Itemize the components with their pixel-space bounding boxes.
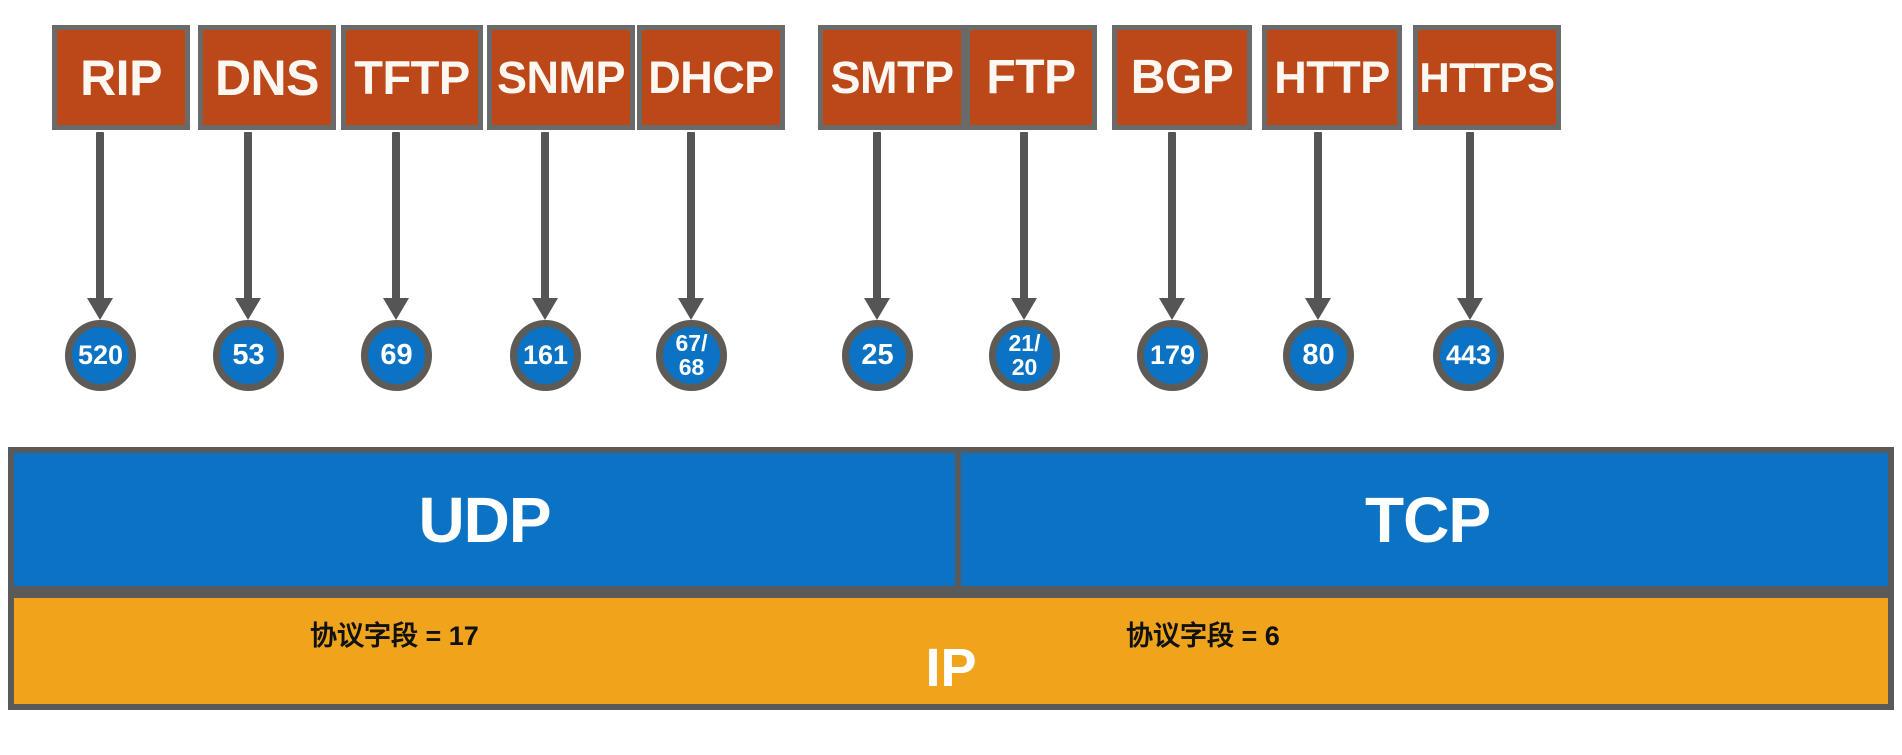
ip-label: IP (925, 638, 977, 698)
network-layer-band: 协议字段 = 17 协议字段 = 6 IP (8, 592, 1894, 710)
port-circle-snmp[interactable]: 161 (510, 320, 581, 391)
protocol-box-label: RIP (80, 49, 162, 106)
protocol-box-label: DNS (214, 49, 320, 106)
protocol-box-https[interactable]: HTTPS (1413, 25, 1561, 130)
protocol-box-label: HTTP (1274, 52, 1390, 103)
arrow-snmp-to-port (532, 132, 558, 320)
protocol-box-label: FTP (986, 50, 1076, 104)
port-number: 179 (1149, 339, 1196, 370)
arrow-tftp-to-port (383, 132, 409, 320)
port-circle-rip[interactable]: 520 (65, 320, 136, 391)
udp-protocol-field-label: 协议字段 = 17 (310, 621, 479, 651)
port-number-line2: 20 (1011, 353, 1038, 380)
protocol-box-snmp[interactable]: SNMP (487, 25, 635, 130)
protocol-box-label: TFTP (354, 51, 470, 104)
arrow-dns-to-port (235, 132, 261, 320)
tcp-section[interactable]: TCP (961, 453, 1888, 586)
protocol-box-smtp[interactable]: SMTP (818, 25, 966, 130)
transport-layer-band: UDP TCP (8, 447, 1894, 592)
port-circle-https[interactable]: 443 (1433, 320, 1504, 391)
port-circle-smtp[interactable]: 25 (842, 320, 913, 391)
protocol-box-bgp[interactable]: BGP (1112, 25, 1252, 130)
port-circle-http[interactable]: 80 (1283, 320, 1354, 391)
protocol-box-ftp[interactable]: FTP (965, 25, 1097, 130)
tcp-protocol-field-label: 协议字段 = 6 (1126, 621, 1280, 651)
arrow-smtp-to-port (864, 132, 890, 320)
port-circle-bgp[interactable]: 179 (1137, 320, 1208, 391)
protocol-box-label: SNMP (496, 52, 626, 103)
protocol-box-http[interactable]: HTTP (1262, 25, 1402, 130)
port-number: 25 (861, 338, 894, 371)
port-circle-dhcp[interactable]: 67/ 68 (656, 320, 727, 391)
tcp-label: TCP (1365, 483, 1491, 556)
port-number-line2: 68 (678, 353, 705, 380)
port-circle-ftp[interactable]: 21/ 20 (989, 320, 1060, 391)
udp-label: UDP (418, 483, 551, 556)
port-circle-dns[interactable]: 53 (213, 320, 284, 391)
port-number: 80 (1302, 338, 1335, 371)
arrow-ftp-to-port (1011, 132, 1037, 320)
arrow-dhcp-to-port (678, 132, 704, 320)
arrow-https-to-port (1457, 132, 1483, 320)
protocol-box-tftp[interactable]: TFTP (341, 25, 483, 130)
port-number: 53 (232, 338, 265, 371)
port-circle-tftp[interactable]: 69 (361, 320, 432, 391)
port-number: 161 (522, 339, 569, 370)
arrow-bgp-to-port (1159, 132, 1185, 320)
port-number: 69 (380, 338, 413, 371)
udp-tcp-divider (955, 453, 961, 586)
arrow-rip-to-port (87, 132, 113, 320)
port-number: 21/ (1008, 330, 1041, 357)
protocol-box-label: DHCP (648, 52, 774, 103)
arrow-http-to-port (1305, 132, 1331, 320)
protocol-box-label: SMTP (830, 52, 954, 103)
protocol-box-label: HTTPS (1419, 53, 1555, 101)
udp-section[interactable]: UDP (14, 453, 955, 586)
port-number: 520 (77, 339, 124, 370)
protocol-box-dns[interactable]: DNS (198, 25, 336, 130)
protocol-box-rip[interactable]: RIP (52, 25, 190, 130)
port-number: 67/ (675, 330, 708, 357)
protocol-box-dhcp[interactable]: DHCP (637, 25, 785, 130)
protocol-box-label: BGP (1130, 50, 1234, 104)
port-number: 443 (1445, 339, 1492, 370)
